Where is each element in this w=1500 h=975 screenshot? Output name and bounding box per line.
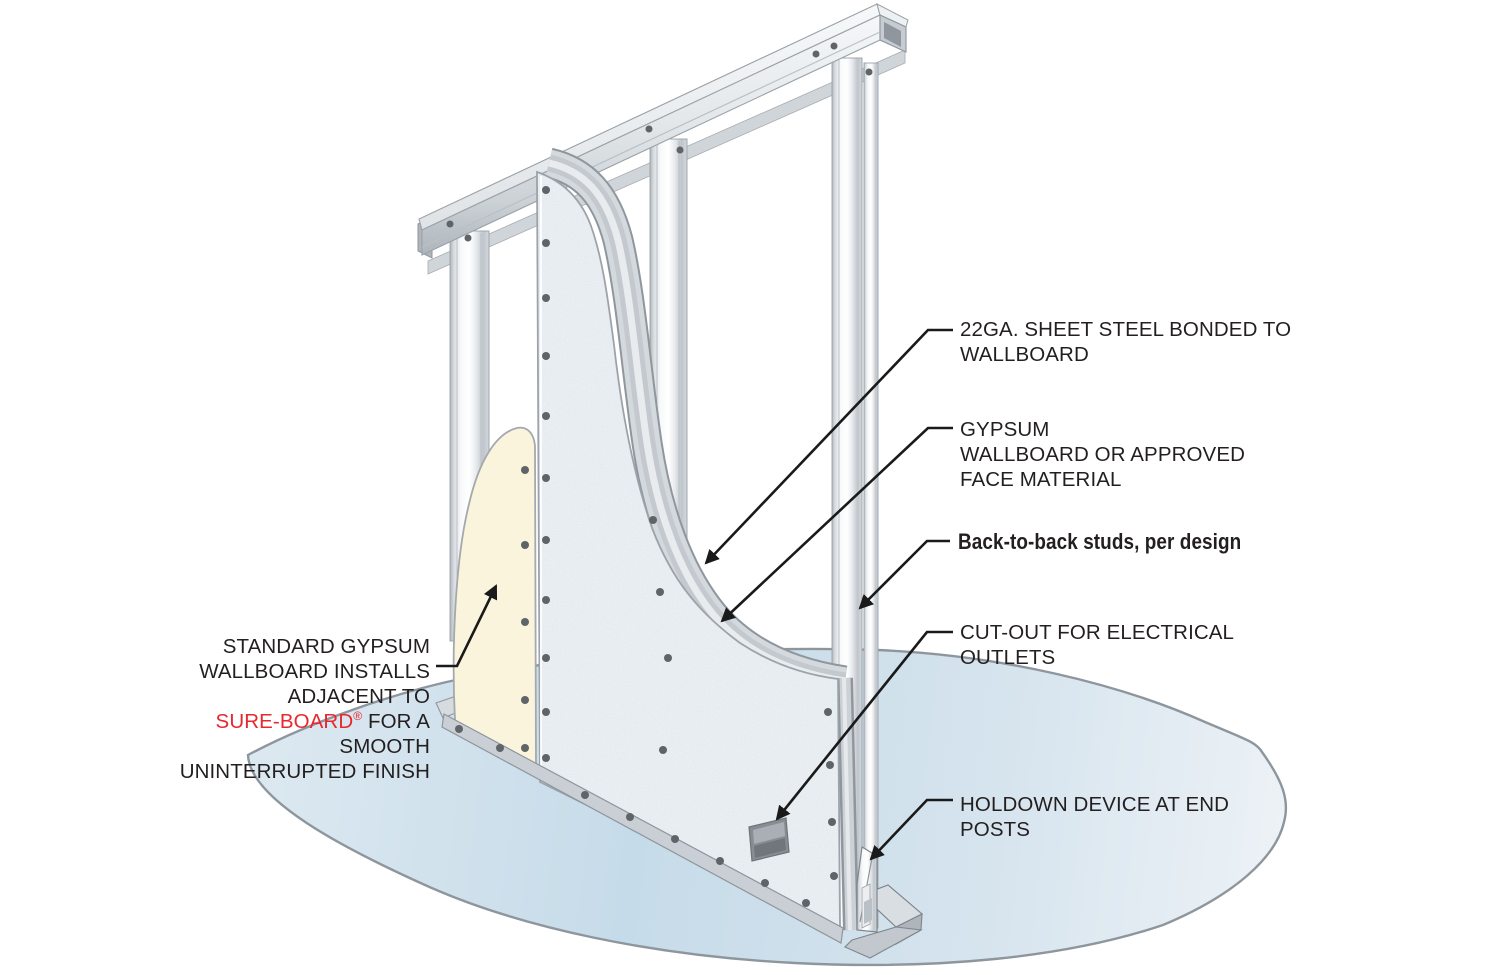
callout-line: 22GA. SHEET STEEL BONDED TO bbox=[960, 318, 1292, 341]
callout-sheet-steel: 22GA. SHEET STEEL BONDED TO WALLBOARD bbox=[960, 317, 1291, 367]
leader-lines bbox=[436, 328, 953, 861]
callout-line: POSTS bbox=[960, 818, 1030, 841]
sheet-steel-curve bbox=[544, 147, 859, 931]
holdown-bracket bbox=[856, 846, 878, 933]
callout-line: HOLDOWN DEVICE AT END bbox=[960, 793, 1230, 816]
callout-line: CUT-OUT FOR ELECTRICAL bbox=[960, 621, 1235, 644]
callout-gypsum-face: GYPSUM WALLBOARD OR APPROVED FACE MATERI… bbox=[960, 417, 1245, 492]
callout-holdown: HOLDOWN DEVICE AT END POSTS bbox=[960, 792, 1229, 842]
callout-line: SMOOTH bbox=[339, 735, 430, 758]
callout-standard-gypsum: STANDARD GYPSUM WALLBOARD INSTALLS ADJAC… bbox=[150, 634, 430, 784]
callout-brand-line: SURE-BOARD® FOR A bbox=[150, 709, 430, 734]
leader-sheet-steel bbox=[704, 328, 953, 565]
screw-dots bbox=[446, 42, 873, 907]
callout-line: Back-to-back studs, per design bbox=[958, 529, 1242, 554]
callout-line: OUTLETS bbox=[960, 646, 1056, 669]
registered-trademark-symbol: ® bbox=[353, 709, 363, 724]
callout-line: UNINTERRUPTED FINISH bbox=[179, 760, 430, 783]
callout-line: FOR A bbox=[362, 710, 430, 733]
leader-gypsum-face bbox=[720, 426, 953, 623]
callout-line: GYPSUM bbox=[960, 418, 1050, 441]
callout-line: WALLBOARD INSTALLS bbox=[199, 660, 430, 683]
electrical-cutout bbox=[748, 817, 790, 862]
callout-cutout-electrical: CUT-OUT FOR ELECTRICAL OUTLETS bbox=[960, 620, 1234, 670]
leader-standard-gypsum bbox=[436, 584, 498, 668]
sure-board-brand-text: SURE-BOARD bbox=[215, 710, 354, 733]
leader-holdown bbox=[869, 798, 953, 861]
callout-line: FACE MATERIAL bbox=[960, 468, 1122, 491]
callout-back-to-back-studs: Back-to-back studs, per design bbox=[958, 529, 1241, 554]
callout-line: STANDARD GYPSUM bbox=[222, 635, 430, 658]
leader-cutout bbox=[775, 630, 953, 821]
leader-studs bbox=[858, 539, 950, 610]
callout-line: WALLBOARD OR APPROVED bbox=[960, 443, 1245, 466]
callout-line: WALLBOARD bbox=[960, 343, 1089, 366]
callout-line: ADJACENT TO bbox=[287, 685, 430, 708]
